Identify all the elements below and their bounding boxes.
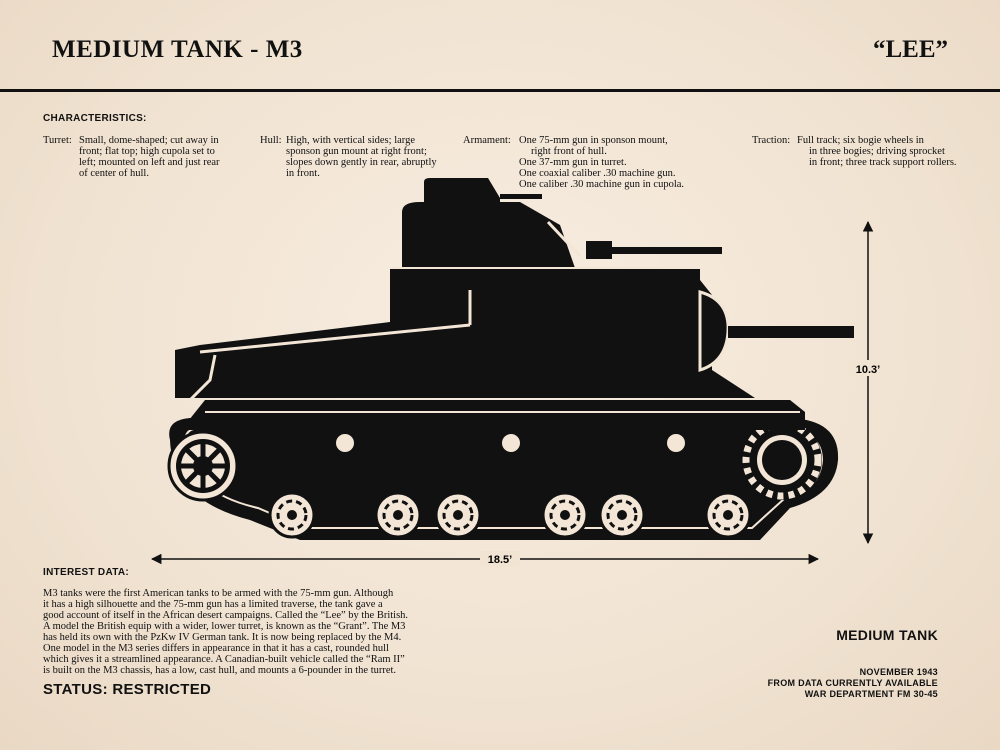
- upper-hull: [175, 280, 755, 398]
- spec-armament-label: Armament:: [463, 135, 511, 146]
- main-gun: [728, 326, 854, 338]
- spec-line: in three bogies; driving sprocket: [809, 146, 945, 157]
- spec-line: Full track; six bogie wheels in: [797, 135, 924, 146]
- turret: [402, 202, 575, 268]
- interest-text: M3 tanks were the first American tanks t…: [43, 588, 443, 676]
- idler-wheel: [167, 430, 239, 502]
- interest-line: which gives it a streamlined appearance.…: [43, 654, 405, 665]
- drive-sprocket: [742, 420, 822, 500]
- spec-line: Small, dome-shaped; cut away in: [79, 135, 219, 146]
- interest-line: has held its own with the PzKw IV German…: [43, 632, 402, 643]
- spec-traction-text: Full track; six bogie wheels in in three…: [797, 135, 957, 168]
- spec-line: One caliber .30 machine gun in cupola.: [519, 179, 685, 190]
- spec-turret-label: Turret:: [43, 135, 72, 146]
- interest-line: it has a high silhouette and the 75-mm g…: [43, 599, 383, 610]
- spec-line: front; flat top; high cupola set to: [79, 146, 215, 157]
- interest-line: One model in the M3 series differs in ap…: [43, 643, 389, 654]
- characteristics-heading: CHARACTERISTICS:: [43, 113, 147, 124]
- spec-traction-label: Traction:: [752, 135, 791, 146]
- spec-line: left; mounted on left and just rear: [79, 157, 220, 168]
- header-rule: [0, 89, 1000, 92]
- status-label: STATUS: RESTRICTED: [43, 681, 212, 698]
- classification-label: MEDIUM TANK: [836, 627, 938, 643]
- height-dimension: 10.3’: [856, 364, 880, 376]
- interest-line: is built on the M3 chassis, has a low, c…: [43, 665, 397, 676]
- spec-turret-text: Small, dome-shaped; cut away in front; f…: [79, 135, 220, 179]
- spec-line: in front.: [286, 168, 320, 179]
- spec-line: sponson gun mount at right front;: [286, 146, 427, 157]
- length-dimension: 18.5’: [488, 554, 512, 566]
- interest-heading: INTEREST DATA:: [43, 567, 130, 578]
- source-line: NOVEMBER 1943: [859, 667, 938, 677]
- spec-hull-label: Hull:: [260, 135, 282, 146]
- cupola: [424, 178, 500, 202]
- spec-armament-text: One 75-mm gun in sponson mount, right fr…: [519, 135, 684, 190]
- spec-line: One 75-mm gun in sponson mount,: [519, 135, 668, 146]
- spec-line: One 37-mm gun in turret.: [519, 157, 627, 168]
- spec-line: slopes down gently in rear, abruptly: [286, 157, 437, 168]
- spec-line: of center of hull.: [79, 168, 149, 179]
- spec-hull-text: High, with vertical sides; large sponson…: [286, 135, 437, 179]
- interest-line: M3 tanks were the first American tanks t…: [43, 588, 394, 599]
- spec-line: High, with vertical sides; large: [286, 135, 415, 146]
- lower-hull: [185, 400, 805, 430]
- source-line: FROM DATA CURRENTLY AVAILABLE: [767, 678, 938, 688]
- source-note: NOVEMBER 1943 FROM DATA CURRENTLY AVAILA…: [768, 667, 938, 700]
- bogie-middle: [464, 430, 558, 510]
- spec-line: One coaxial caliber .30 machine gun.: [519, 168, 676, 179]
- spec-line: right front of hull.: [531, 146, 607, 157]
- road-wheels: [268, 491, 752, 539]
- sponson-mount: [698, 290, 730, 373]
- tank-nickname: “LEE”: [872, 36, 948, 63]
- spec-line: in front; three track support rollers.: [809, 157, 957, 168]
- page-title: MEDIUM TANK - M3: [52, 36, 303, 63]
- interest-line: A model the British equip with a wider, …: [43, 621, 406, 632]
- interest-line: good account of itself in the African de…: [43, 610, 409, 621]
- turret-gun: [586, 247, 722, 254]
- source-line: WAR DEPARTMENT FM 30-45: [804, 689, 938, 699]
